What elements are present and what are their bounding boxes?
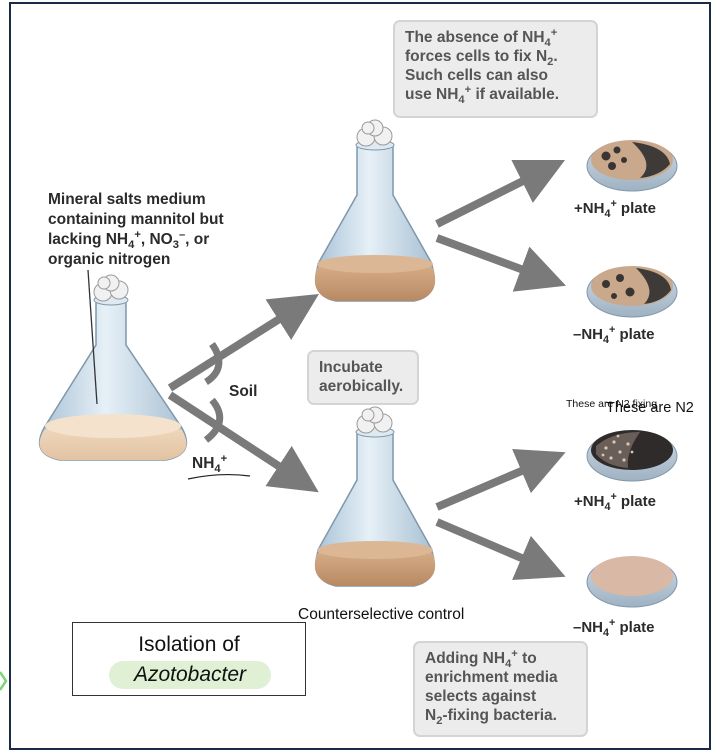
arrow-bottom-to-plate3 [435, 448, 566, 511]
soil-input-curve [203, 341, 223, 385]
callout-adding-nh4: Adding NH4+ to enrichment media selects … [413, 641, 588, 737]
callout-incubate: Incubate aerobically. [307, 350, 419, 405]
isolation-organism: Azotobacter [109, 661, 271, 689]
plate-4 [586, 556, 678, 608]
arrow-left-to-top-flask [167, 294, 319, 392]
arrows [167, 159, 567, 581]
plate-1 [586, 140, 678, 192]
counterselective-label: Counterselective control [298, 606, 465, 623]
plate-2 [586, 266, 678, 318]
annotation-small: These are N2 fixing [566, 398, 658, 410]
top-flask [314, 119, 436, 302]
annotation-large: These are N2 [606, 400, 694, 416]
medium-pointer-line [87, 269, 98, 405]
nh4-input-curve [203, 397, 224, 443]
soil-label: Soil [229, 383, 258, 400]
medium-label: Mineral salts medium containing mannitol… [48, 191, 224, 268]
plate-label-2: –NH4+ plate [573, 324, 655, 346]
edge-mark [0, 671, 8, 691]
plate-label-4: –NH4+ plate [573, 617, 655, 639]
nh4-input-label: NH4+ [192, 452, 228, 476]
arrow-top-to-plate2 [435, 234, 567, 292]
isolation-box: Isolation of Azotobacter [72, 622, 306, 696]
arrow-left-to-bottom-flask [167, 391, 319, 493]
bottom-flask [314, 406, 436, 587]
plate-3 [586, 430, 678, 482]
callout-absence-nh4: The absence of NH4+ forces cells to fix … [393, 20, 598, 118]
plate-label-1: +NH4+ plate [574, 198, 656, 220]
figure-frame [9, 2, 711, 750]
plate-label-3: +NH4+ plate [574, 491, 656, 513]
isolation-title: Isolation of [138, 633, 240, 656]
left-flask [38, 274, 188, 461]
arrow-bottom-to-plate4 [435, 518, 566, 581]
nh4-handwritten-underline [187, 473, 251, 480]
arrow-top-to-plate1 [435, 159, 566, 228]
